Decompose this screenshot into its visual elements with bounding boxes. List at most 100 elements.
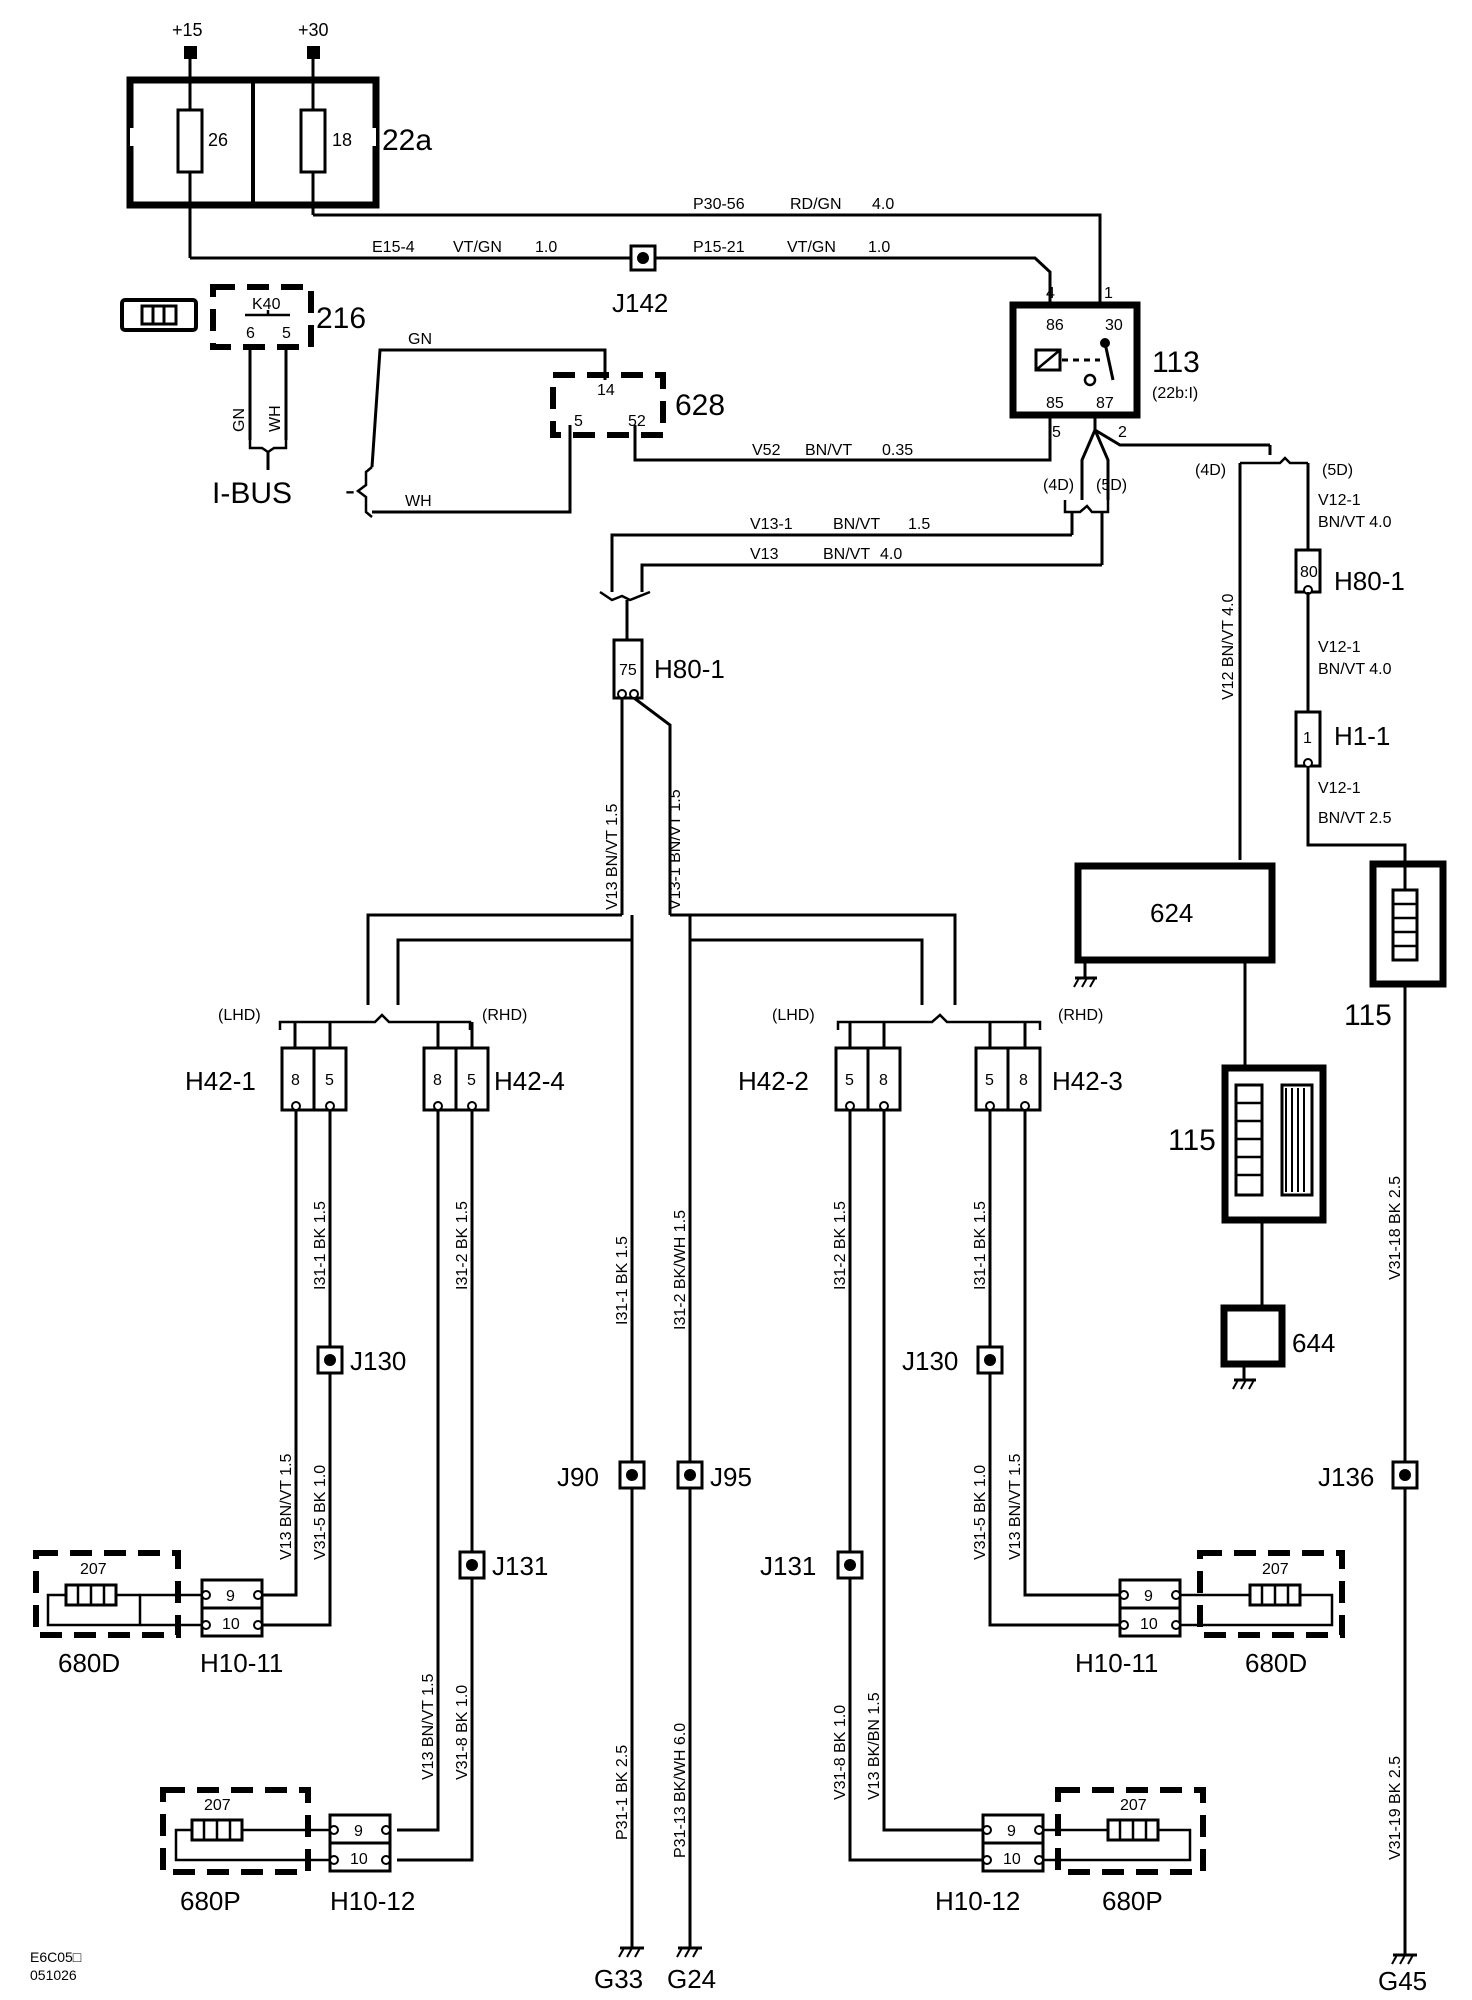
svg-text:WH: WH [405, 493, 432, 510]
svg-text:8: 8 [879, 1072, 888, 1089]
splice-j130-left: J130 [316, 1345, 406, 1376]
svg-text:P31-1 BK 2.5: P31-1 BK 2.5 [614, 1745, 631, 1840]
svg-text:207: 207 [80, 1561, 107, 1578]
fusebox-label: 22a [382, 124, 432, 157]
svg-text:J136: J136 [1318, 1462, 1374, 1492]
svg-text:I31-1 BK 1.5: I31-1 BK 1.5 [972, 1201, 989, 1290]
svg-text:10: 10 [1140, 1616, 1158, 1633]
connector-h42-4: 8 5 H42-4 [422, 1046, 565, 1112]
svg-text:5: 5 [325, 1072, 334, 1089]
svg-text:4: 4 [1046, 285, 1055, 302]
svg-text:I31-1 BK 1.5: I31-1 BK 1.5 [614, 1236, 631, 1325]
svg-text:VT/GN: VT/GN [787, 239, 836, 256]
lamp-115-mid-label: 115 [1168, 1124, 1216, 1157]
svg-text:BN/VT: BN/VT [805, 442, 852, 459]
module-644: 644 [1220, 1304, 1335, 1390]
svg-text:GN: GN [231, 408, 248, 432]
module-628-label: 628 [675, 389, 725, 422]
connector-h42-2: 5 8 H42-2 [738, 1046, 902, 1112]
svg-text:6: 6 [246, 325, 255, 342]
svg-text:(5D): (5D) [1096, 477, 1127, 494]
lamp-115-mid: 115 [1168, 1064, 1327, 1224]
splice-j95: J95 [676, 1460, 752, 1492]
connector-h80-1-right-label: H80-1 [1334, 566, 1405, 596]
splice-j130-right: J130 [902, 1345, 1004, 1376]
svg-text:5: 5 [985, 1072, 994, 1089]
wire-v13-1-vert-label: V13-1 BN/VT 1.5 [667, 789, 684, 910]
module-644-label: 644 [1292, 1328, 1335, 1358]
connector-h42-4-label: H42-4 [494, 1066, 565, 1096]
svg-text:BN/VT 4.0: BN/VT 4.0 [1318, 514, 1392, 531]
svg-text:V31-5 BK 1.0: V31-5 BK 1.0 [312, 1465, 329, 1560]
svg-text:V31-8 BK 1.0: V31-8 BK 1.0 [832, 1705, 849, 1800]
svg-text:1.0: 1.0 [535, 239, 557, 256]
svg-text:5: 5 [845, 1072, 854, 1089]
svg-text:(5D): (5D) [1322, 462, 1353, 479]
splice-j131-right: J131 [760, 1550, 864, 1581]
svg-text:8: 8 [1019, 1072, 1028, 1089]
svg-text:V31-8 BK 1.0: V31-8 BK 1.0 [454, 1685, 471, 1780]
svg-text:1: 1 [1303, 730, 1312, 747]
ground-g45: G45 [1378, 1953, 1427, 1996]
svg-text:P15-21: P15-21 [693, 239, 745, 256]
svg-text:P31-13 BK/WH 6.0: P31-13 BK/WH 6.0 [672, 1723, 689, 1858]
svg-text:G45: G45 [1378, 1966, 1427, 1996]
svg-text:V31-18 BK 2.5: V31-18 BK 2.5 [1387, 1176, 1404, 1280]
module-216-k40: K40 6 5 216 [210, 284, 366, 350]
svg-text:H10-11: H10-11 [1075, 1648, 1158, 1678]
svg-text:0.35: 0.35 [882, 442, 913, 459]
relay-113-sublabel: (22b:I) [1152, 385, 1198, 402]
module-216-label: 216 [316, 302, 366, 335]
svg-text:87: 87 [1096, 395, 1114, 412]
ground-g24: G24 [667, 1946, 716, 1994]
svg-text:207: 207 [1262, 1561, 1289, 1578]
connector-h42-1: 8 5 H42-1 [185, 1046, 348, 1112]
lamp-680d-right: 207 680D [1180, 1550, 1345, 1678]
svg-text:V13 BN/VT 1.5: V13 BN/VT 1.5 [1007, 1453, 1024, 1560]
svg-text:V13 BN/VT 1.5: V13 BN/VT 1.5 [420, 1673, 437, 1780]
wire-p15-21-label: P15-21 VT/GN 1.0 [693, 239, 890, 256]
svg-text:680D: 680D [58, 1648, 120, 1678]
splice-j136: J136 [1318, 1460, 1419, 1492]
svg-text:BN/VT: BN/VT [833, 516, 880, 533]
connector-icon [120, 298, 198, 332]
svg-text:J95: J95 [710, 1462, 752, 1492]
wire-v13-1-top-label: V13-1 BN/VT 1.5 [750, 516, 930, 533]
ground-g33: G33 [594, 1946, 644, 1994]
svg-text:10: 10 [1003, 1851, 1021, 1868]
svg-text:4.0: 4.0 [880, 546, 902, 563]
svg-text:GN: GN [408, 331, 432, 348]
svg-text:J90: J90 [557, 1462, 599, 1492]
svg-text:H10-12: H10-12 [330, 1886, 415, 1916]
svg-text:(RHD): (RHD) [482, 1007, 527, 1024]
footer-date: 051026 [30, 1967, 77, 1983]
connector-h10-11-left: 9 10 H10-11 [200, 1578, 283, 1678]
svg-text:4.0: 4.0 [872, 196, 894, 213]
svg-text:I31-2 BK/WH 1.5: I31-2 BK/WH 1.5 [672, 1210, 689, 1330]
connector-h42-3: 5 8 H42-3 [974, 1046, 1123, 1112]
svg-text:(LHD): (LHD) [772, 1007, 815, 1024]
svg-text:-: - [345, 474, 355, 507]
wire-v12-label: V12 BN/VT 4.0 [1220, 593, 1237, 700]
supply-plus15: +15 [172, 20, 203, 59]
connector-h80-1-left-label: H80-1 [654, 654, 725, 684]
lamp-115-top: 115 [1344, 860, 1447, 1032]
svg-text:RD/GN: RD/GN [790, 196, 842, 213]
svg-text:G24: G24 [667, 1964, 716, 1994]
module-624: 624 [1073, 862, 1276, 988]
fuse-26 [176, 108, 204, 174]
svg-text:9: 9 [354, 1823, 363, 1840]
svg-text:9: 9 [1007, 1823, 1016, 1840]
svg-text:P30-56: P30-56 [693, 196, 745, 213]
lamp-680p-right: 207 680P [1043, 1787, 1206, 1916]
fuse-18 [299, 108, 327, 174]
svg-text:8: 8 [433, 1072, 442, 1089]
svg-text:BN/VT 4.0: BN/VT 4.0 [1318, 661, 1392, 678]
connector-h80-1-right: 80 H80-1 [1294, 548, 1405, 596]
connector-h1-1-label: H1-1 [1334, 721, 1390, 751]
supply-plus30: +30 [298, 20, 329, 59]
svg-text:J130: J130 [350, 1346, 406, 1376]
svg-text:5: 5 [467, 1072, 476, 1089]
svg-text:V12-1: V12-1 [1318, 492, 1361, 509]
svg-text:V31-5 BK 1.0: V31-5 BK 1.0 [972, 1465, 989, 1560]
